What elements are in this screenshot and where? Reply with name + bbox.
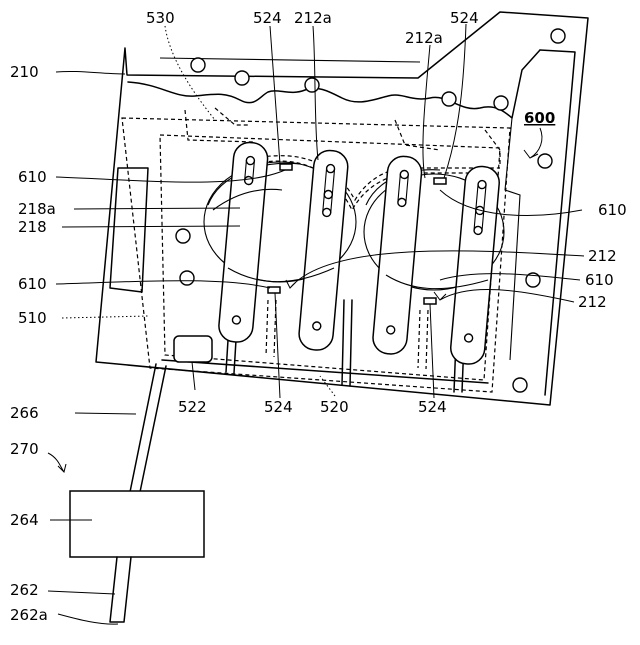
label-264: 264 [10,511,39,529]
label-524-top-left: 524 [253,9,282,27]
plate-hole [538,154,552,168]
label-266: 266 [10,404,39,422]
rib-dashed [418,310,420,368]
plate-hole [235,71,249,85]
label-262: 262 [10,581,39,599]
shaft-262 [110,557,131,622]
plate-hole [176,229,190,243]
rod-266 [130,364,166,492]
rib-dashed [266,300,268,356]
label-600: 600 [524,109,555,127]
leader-520 [320,376,335,396]
leader-522 [192,362,195,390]
sensor-524-top-left [280,164,292,170]
plate-right-step [505,118,520,360]
plate-right-ledge [540,50,575,395]
leader-510 [62,316,148,318]
label-212-right-b: 212 [578,293,607,311]
label-262a: 262a [10,606,48,624]
label-524-bottom-right: 524 [418,398,447,416]
leader-524-top-left [270,26,280,164]
label-212-right-a: 212 [588,247,617,265]
label-218a: 218a [18,200,56,218]
channel-dashed-1 [185,110,255,142]
label-212a-top: 212a [294,9,332,27]
rib [226,340,228,372]
plate-hole [180,271,194,285]
label-610-left-top: 610 [18,168,47,186]
label-530: 530 [146,9,175,27]
leader-212a-top [313,26,318,160]
leader-524-bottom-right [430,304,434,398]
leader-266 [75,413,136,414]
plate-hole [305,78,319,92]
leader-218 [62,226,240,227]
label-212a-right: 212a [405,29,443,47]
label-218: 218 [18,218,47,236]
sensor-524-bottom-right [424,298,436,304]
label-210: 210 [10,63,39,81]
channel-dashed-2 [215,108,250,125]
label-510: 510 [18,309,47,327]
leader-524-bottom-left [275,293,280,398]
plate-hole [191,58,205,72]
plate-hole [513,378,527,392]
leader-212a-right [423,45,430,178]
slider-bar-2 [298,149,349,351]
plate-hole [551,29,565,43]
plate-left-slot [110,168,148,292]
label-524-bottom-left: 524 [264,398,293,416]
leader-600-arrow [524,128,542,158]
label-522: 522 [178,398,207,416]
leader-270-arrow [48,453,66,472]
leader-262a [58,614,118,624]
sensor-524-top-right [434,178,446,184]
plate-hole [494,96,508,110]
slider-bar-1 [218,141,269,343]
leader-530 [165,26,215,120]
rib-dashed [426,310,428,369]
leader-210 [56,71,125,74]
label-520: 520 [320,398,349,416]
label-524-top-right: 524 [450,9,479,27]
label-610-right-top: 610 [598,201,627,219]
slider-bar-3 [372,155,423,355]
bottom-bar [162,360,488,383]
handle-264 [70,491,204,557]
label-270: 270 [10,440,39,458]
label-610-left-bottom: 610 [18,275,47,293]
leader-262 [48,591,115,594]
plate-hole [442,92,456,106]
slider-bar-4 [449,165,500,365]
rib [234,340,236,373]
block-522 [174,336,212,362]
label-610-right-bottom: 610 [585,271,614,289]
